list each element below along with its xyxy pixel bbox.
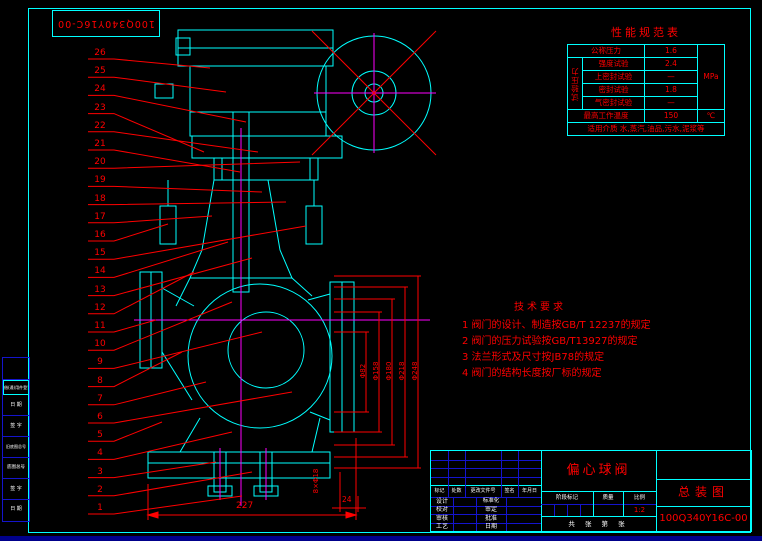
rev-header-count: 处数 — [451, 488, 462, 494]
part-balloon-19: 19 — [94, 175, 106, 186]
part-balloon-3: 3 — [97, 466, 103, 477]
part-balloon-4: 4 — [97, 448, 103, 459]
drawing-number: 100Q340Y16C-00 — [659, 513, 748, 524]
part-balloon-5: 5 — [97, 430, 103, 441]
diameter-dimension-label: Φ180 — [385, 361, 393, 381]
spec-row-value: — — [644, 96, 698, 110]
part-balloon-25: 25 — [94, 66, 106, 77]
spec-row-label: 上密封试验 — [582, 70, 645, 84]
part-balloon-6: 6 — [97, 412, 103, 422]
sign-date: 日期 — [484, 523, 497, 530]
spec-row-value: 2.4 — [644, 57, 698, 71]
spec-row-value: 1.8 — [644, 83, 698, 97]
strip-old-master-no: 旧底图总号 — [3, 437, 29, 458]
part-balloon-9: 9 — [97, 357, 103, 368]
diameter-dimension-label: Φ82 — [359, 363, 367, 379]
part-balloon-21: 21 — [94, 139, 106, 149]
strip-date2: 日 期 — [10, 506, 22, 512]
tech-note-line: 2 阀门的压力试验按GB/T13927的规定 — [462, 336, 638, 347]
part-balloon-8: 8 — [97, 375, 103, 386]
part-balloon-1: 1 — [97, 503, 103, 513]
part-balloon-2: 2 — [97, 484, 103, 495]
sign-design: 设计 — [435, 498, 448, 505]
spec-row-value: — — [644, 70, 698, 84]
part-balloon-12: 12 — [94, 302, 106, 313]
bolt-holes-note: 8×Φ18 — [312, 468, 320, 494]
strip-date: 日 期 — [3, 395, 29, 416]
sign-audit: 审核 — [435, 515, 448, 522]
diameter-dimension-lines — [334, 275, 421, 469]
sign-check: 校对 — [435, 506, 448, 513]
pressure-unit: MPa — [697, 44, 725, 110]
scale-value: 1:2 — [633, 506, 646, 514]
temp-row-unit: ℃ — [697, 109, 725, 123]
sign-examine: 审定 — [484, 506, 497, 513]
spec-row-label: 气密封试验 — [582, 96, 645, 110]
part-balloon-24: 24 — [94, 84, 106, 95]
spec-row-value: 1.6 — [644, 44, 698, 58]
spec-table-title: 性能规范表 — [611, 26, 681, 39]
part-balloon-11: 11 — [94, 321, 106, 331]
balloon-leader-lines — [88, 58, 307, 515]
scale-header: 比例 — [633, 495, 645, 501]
left-margin-strip: 借(通)用件登记 日 期 签 字 旧底图总号 底图总号 签 字 日 期 — [2, 357, 30, 522]
rev-header-date: 年月日 — [521, 488, 537, 494]
sign-approve: 批准 — [484, 515, 497, 522]
diameter-dimension-label: Φ158 — [372, 361, 380, 381]
rev-header-sign: 签名 — [504, 488, 515, 494]
product-name: 偏心球阀 — [566, 463, 631, 478]
rev-header-mark: 标记 — [434, 488, 445, 494]
part-balloon-22: 22 — [94, 120, 106, 131]
part-balloon-14: 14 — [94, 266, 106, 277]
dimension-lines — [146, 30, 437, 520]
strip-master-no: 底图总号 — [3, 458, 29, 479]
technical-notes: 技术要求 1 阀门的设计、制造按GB/T 12237的规定 2 阀门的压力试验按… — [462, 300, 697, 382]
spec-row-label: 公称压力 — [567, 44, 645, 58]
sign-process: 工艺 — [435, 523, 448, 530]
tech-note-line: 3 法兰形式及尺寸按JB78的规定 — [462, 352, 605, 363]
temp-row-label: 最高工作温度 — [567, 109, 645, 123]
tech-note-line: 4 阀门的结构长度按厂标的规定 — [462, 368, 602, 379]
spec-row-label: 密封试验 — [582, 83, 645, 97]
sign-standardize: 标准化 — [482, 498, 500, 504]
strip-sign: 签 字 — [3, 416, 29, 437]
part-balloon-17: 17 — [94, 211, 106, 222]
performance-spec-table: 性能规范表 公称压力 1.6 MPa 试验压力 强度试验 2.4 上密封试验 —… — [567, 24, 725, 136]
tech-notes-title: 技术要求 — [514, 302, 566, 313]
bottom-edge-bar — [0, 536, 762, 541]
spec-row-label: 强度试验 — [582, 57, 645, 71]
title-block: 标记 处数 更改文件号 签名 年月日 设计 标准化 校对 审定 审核 批准 工艺… — [430, 450, 752, 532]
spec-table: 公称压力 1.6 MPa 试验压力 强度试验 2.4 上密封试验 — 密封试验 … — [567, 44, 725, 136]
drawing-number-rotated: 100Q340Y16C-00 — [57, 18, 155, 29]
part-balloon-23: 23 — [94, 102, 106, 113]
tech-note-line: 1 阀门的设计、制造按GB/T 12237的规定 — [462, 320, 651, 331]
part-balloon-7: 7 — [97, 393, 103, 404]
sheet-count: 共 张 第 张 — [568, 520, 629, 528]
part-balloon-26: 26 — [94, 48, 106, 58]
temp-row-value: 150 — [644, 109, 698, 123]
part-balloon-20: 20 — [94, 157, 106, 168]
weight-header: 质量 — [602, 495, 614, 501]
rev-header-docno: 更改文件号 — [470, 488, 496, 494]
drawing-type: 总装图 — [677, 485, 729, 499]
part-balloon-13: 13 — [94, 284, 106, 295]
media-row: 适用介质 水,蒸汽,油品,污水,泥浆等 — [567, 122, 725, 136]
diameter-dimension-label: Φ218 — [398, 361, 406, 381]
stage-header: 阶段标记 — [555, 495, 578, 501]
part-balloon-18: 18 — [94, 193, 106, 204]
small-dimension: 24 — [342, 495, 352, 504]
drawing-number-box: 100Q340Y16C-00 — [52, 10, 160, 37]
length-dimension: 227 — [236, 501, 254, 511]
drawing-frame — [28, 8, 751, 533]
diameter-dimension-label: Φ248 — [411, 361, 419, 381]
part-balloon-10: 10 — [94, 339, 106, 350]
strip-borrow-record: 借(通)用件登记 — [3, 380, 29, 395]
part-balloon-15: 15 — [94, 248, 106, 259]
strip-sign2: 签 字 — [3, 479, 29, 500]
spec-group-label: 试验压力 — [567, 57, 583, 110]
part-balloon-16: 16 — [94, 230, 106, 240]
